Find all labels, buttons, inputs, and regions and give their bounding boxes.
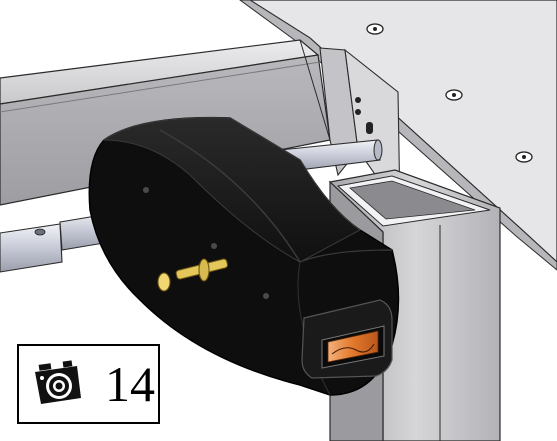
bolt-pin xyxy=(157,258,228,292)
top-plate xyxy=(239,0,557,271)
screw-2 xyxy=(445,89,463,101)
camera-icon xyxy=(35,360,81,404)
step-indicator: 14 xyxy=(17,344,160,424)
control-panel xyxy=(301,299,393,379)
screw-1 xyxy=(366,23,384,35)
step-number: 14 xyxy=(105,356,155,412)
screw-3 xyxy=(515,151,533,163)
